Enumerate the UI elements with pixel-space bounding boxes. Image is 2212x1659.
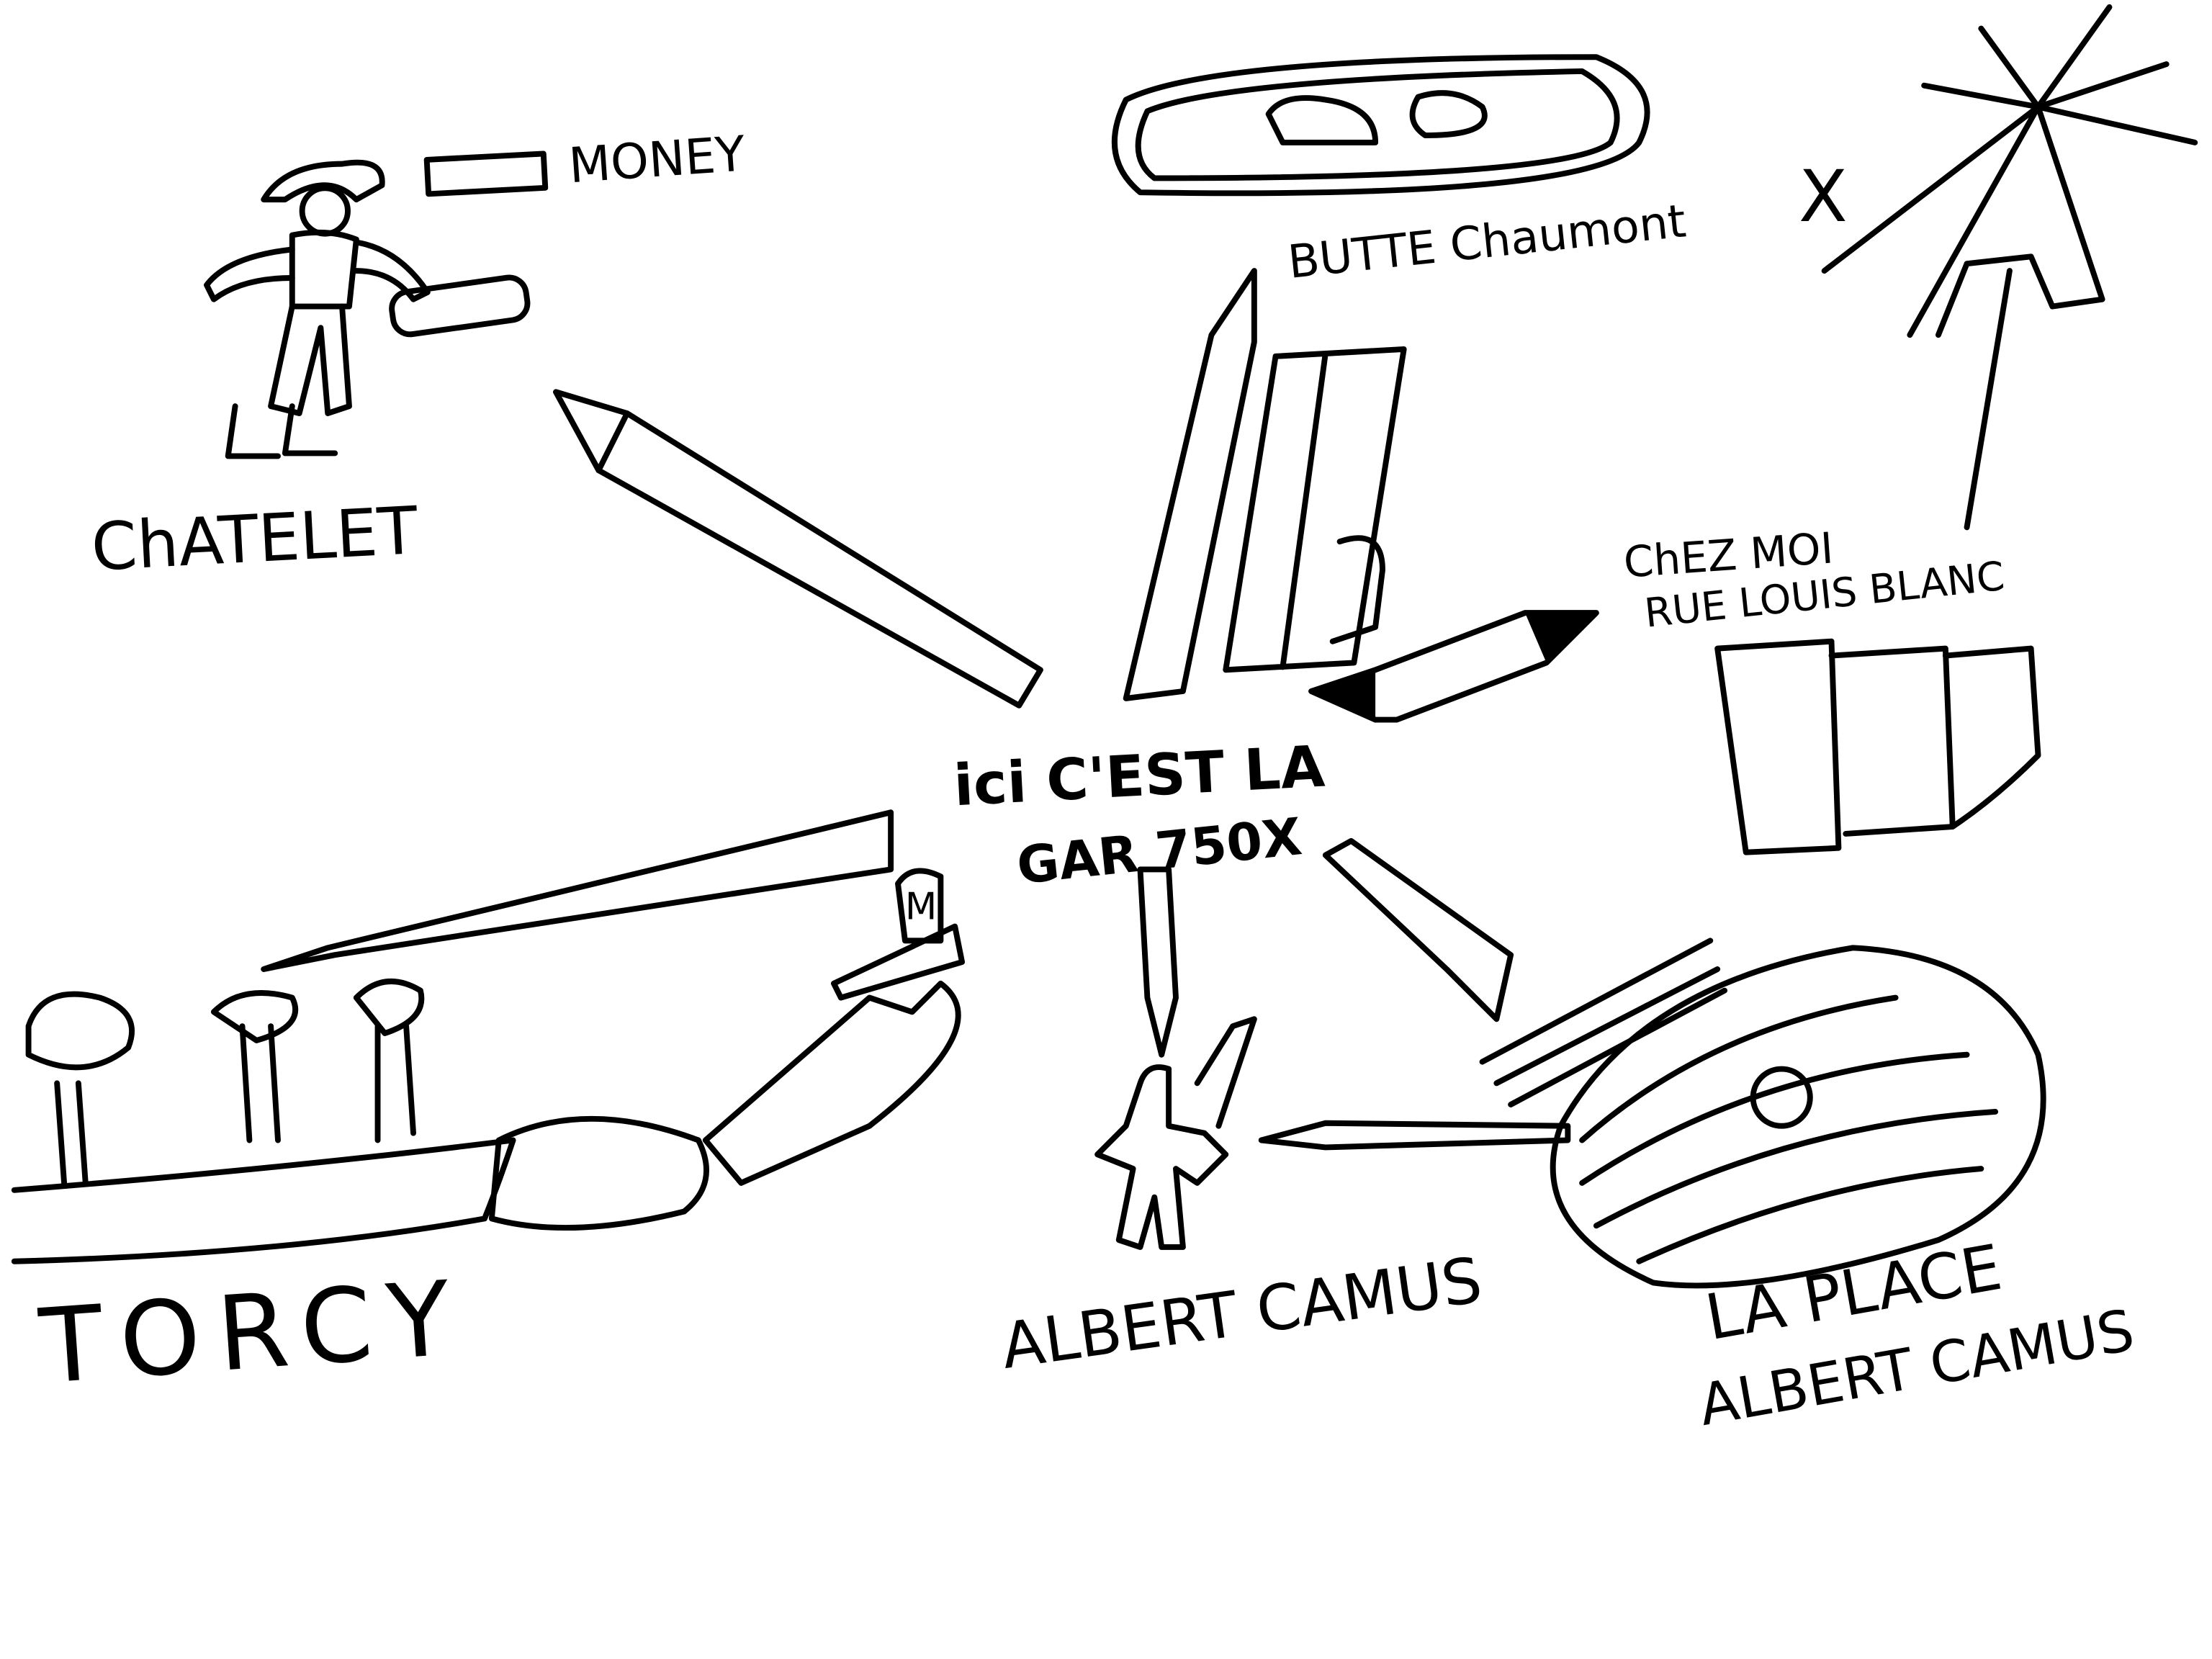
butte-chaumont-drawing: [1111, 54, 1650, 197]
la-place-drawing: [1258, 938, 2046, 1289]
pencil-arrow-chatelet: [553, 389, 1043, 709]
metro-m-sign: M: [905, 886, 937, 929]
torcy-label: TORCY: [35, 1258, 471, 1407]
tower-building-drawing: [1123, 268, 1407, 701]
antenna-drawing: [1821, 4, 2198, 531]
albert-camus-figure-drawing: [1094, 1016, 1257, 1250]
apartments-drawing: [1714, 638, 2041, 855]
chatelet-label: ChATELET: [89, 493, 420, 586]
chatelet-person-drawing: [204, 150, 549, 459]
x-symbol: X: [1799, 156, 1848, 238]
butte-chaumont-label: BUTTE Chaumont: [1285, 194, 1689, 289]
center-title-line1: ici C'EST LA: [952, 733, 1326, 819]
center-title-line2: GAR 750X: [1014, 806, 1304, 896]
torcy-landscape-drawing: [11, 809, 966, 1264]
money-label: MONEY: [567, 125, 747, 194]
pencil-arrow-albert-camus: [1137, 866, 1179, 1058]
albert-camus-label: ALBERT CAMUS: [997, 1243, 1486, 1383]
pencil-arrow-la-place: [1322, 837, 1514, 1022]
